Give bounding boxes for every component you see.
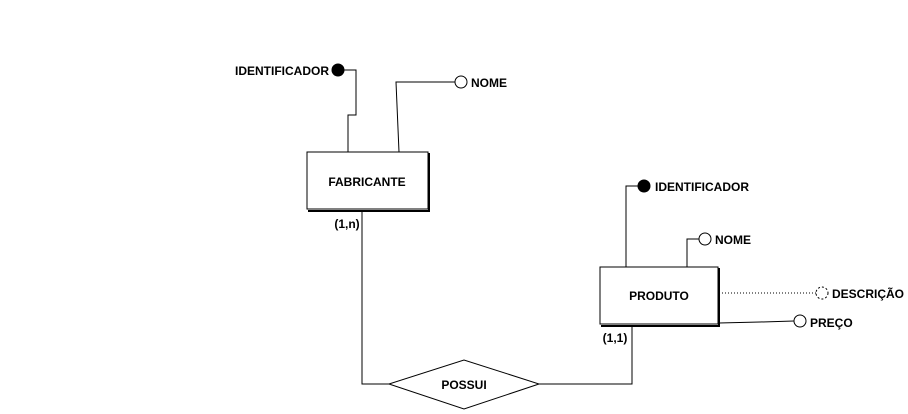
fabricante-attr-identificador[interactable]: IDENTIFICADOR <box>235 63 357 152</box>
entity-box <box>306 151 429 210</box>
fabricante-identificador-label: IDENTIFICADOR <box>235 64 329 78</box>
produto-attr-descricao[interactable]: DESCRIÇÃO <box>719 286 904 301</box>
produto-nome-connector <box>686 238 699 267</box>
identifier-filled-circle-icon <box>637 179 651 193</box>
produto-nome-label: NOME <box>715 233 751 247</box>
fabricante-nome-connector <box>395 81 455 153</box>
fabricante-attr-nome[interactable]: NOME <box>395 75 507 153</box>
produto-attr-preco[interactable]: PREÇO <box>718 314 853 330</box>
entity-shadow <box>601 268 720 327</box>
possui-produto-connector <box>539 325 633 385</box>
attribute-empty-circle-icon <box>454 75 468 89</box>
relationship-diamond <box>387 359 541 410</box>
entity-fabricante-label: FABRICANTE <box>328 175 405 189</box>
produto-attr-nome[interactable]: NOME <box>686 232 751 267</box>
cardinality-produto: (1,1) <box>603 331 628 345</box>
fabricante-possui-connector <box>361 210 389 385</box>
entity-box <box>599 266 719 325</box>
produto-identificador-connector <box>625 185 638 267</box>
produto-attr-identificador[interactable]: IDENTIFICADOR <box>625 179 749 267</box>
optional-dashed-circle-icon <box>815 286 829 300</box>
entity-fabricante[interactable]: FABRICANTE <box>306 151 430 212</box>
relationship-possui[interactable]: POSSUI <box>387 359 541 410</box>
produto-descricao-label: DESCRIÇÃO <box>832 286 904 301</box>
attribute-empty-circle-icon <box>698 232 712 246</box>
fabricante-nome-label: NOME <box>471 76 507 90</box>
entity-produto-label: PRODUTO <box>629 289 689 303</box>
produto-preco-connector <box>718 320 795 324</box>
fabricante-identificador-connector <box>344 69 357 152</box>
produto-identificador-label: IDENTIFICADOR <box>655 180 749 194</box>
identifier-filled-circle-icon <box>331 63 345 77</box>
produto-preco-label: PREÇO <box>810 316 853 330</box>
attribute-empty-circle-icon <box>793 314 807 328</box>
relationship-possui-label: POSSUI <box>441 378 486 392</box>
entity-shadow <box>308 153 430 212</box>
cardinality-fabricante: (1,n) <box>334 217 359 231</box>
entity-produto[interactable]: PRODUTO <box>599 266 720 327</box>
